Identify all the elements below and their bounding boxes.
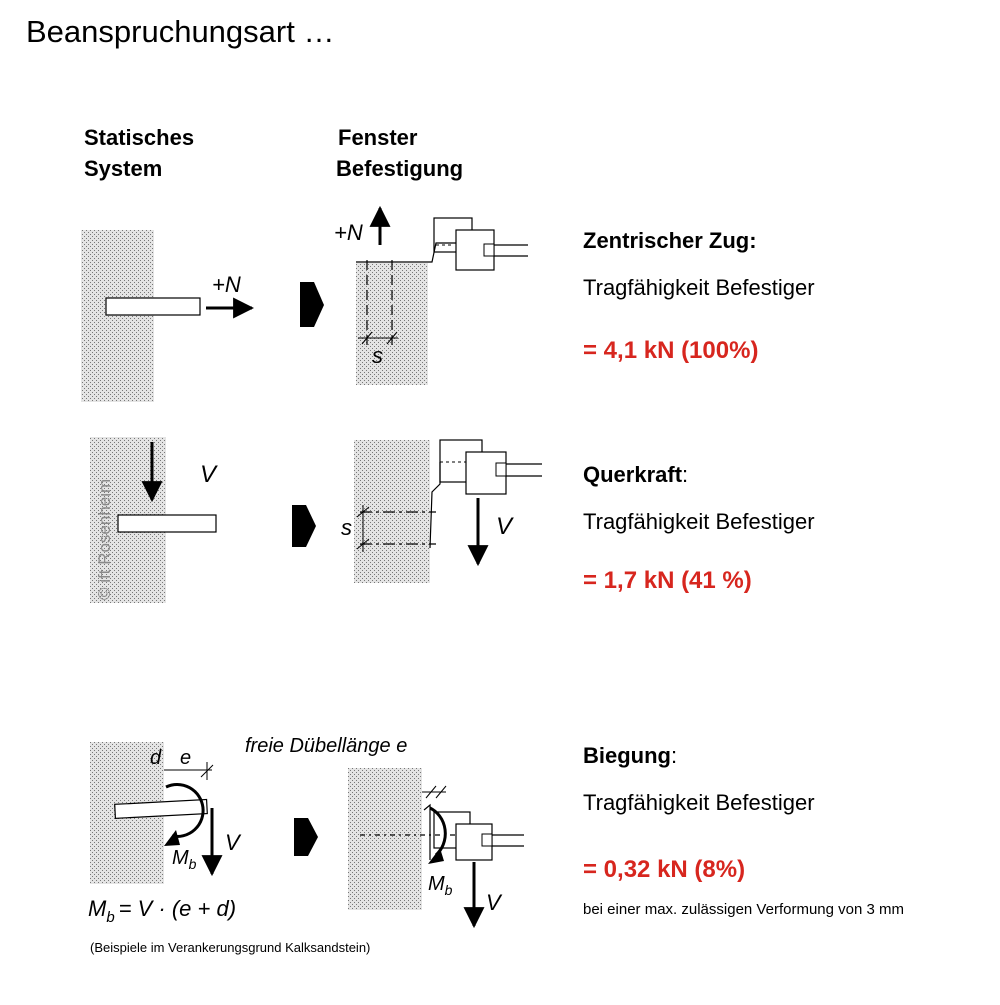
case2-heading: Querkraft: [583, 462, 688, 488]
force-label: V [486, 890, 503, 915]
case-heading-text: Querkraft [583, 462, 683, 487]
column-heading-static-system: Statisches System [84, 122, 194, 184]
moment-label: Mb [428, 873, 453, 898]
dimension-tick [386, 331, 398, 345]
free-dowel-length-caption: freie Dübellänge e [245, 735, 407, 757]
case3-deformation-note: bei einer max. zulässigen Verformung von… [583, 901, 904, 918]
case-heading-text: Biegung [583, 743, 671, 768]
column-heading-window-fixing: Fenster Befestigung [336, 122, 463, 184]
case2-capacity-label: Tragfähigkeit Befestiger [583, 509, 815, 534]
dimension-tick [356, 506, 370, 518]
case3-result: = 0,32 kN (8%) [583, 856, 746, 883]
case-heading-suffix: : [671, 743, 678, 768]
dimension-tick [356, 538, 370, 550]
dimension-tick [200, 764, 214, 778]
spacing-label: s [372, 343, 383, 368]
column-heading-line: System [84, 156, 163, 181]
moment-arrowhead [428, 848, 444, 864]
copyright-watermark: © ift Rosenheim [95, 479, 114, 600]
moment-label: Mb [172, 847, 197, 872]
force-label: V [496, 513, 514, 540]
dimension-tick [361, 331, 373, 345]
embedment-depth-label: d [150, 747, 162, 769]
case1-capacity-label: Tragfähigkeit Befestiger [583, 275, 815, 300]
case2-window-fixing: s V [341, 439, 542, 583]
free-length-label: e [180, 747, 191, 769]
transition-arrow-icon [292, 505, 316, 547]
case2-static-system: V © ift Rosenheim [90, 437, 218, 603]
transition-arrow-icon [300, 282, 324, 327]
spacing-label: s [341, 515, 352, 540]
force-label: V [225, 830, 242, 855]
moment-arrowhead [164, 830, 180, 846]
glazing-bead [483, 243, 495, 257]
case3-window-fixing: Mb V [348, 768, 524, 929]
dowel [105, 297, 201, 316]
column-heading-line: Befestigung [336, 156, 464, 181]
dimension-tick [425, 785, 437, 799]
case2-result: = 1,7 kN (41 %) [583, 567, 752, 594]
dimension-tick [435, 785, 447, 799]
moment-arc [165, 783, 205, 838]
masonry-block [348, 768, 422, 910]
footnote: (Beispiele im Verankerungsgrund Kalksand… [90, 940, 371, 955]
column-heading-line: Statisches [84, 125, 195, 150]
force-label: +N [212, 272, 241, 297]
transition-arrow-icon [294, 818, 318, 856]
dowel [117, 514, 217, 533]
force-label: +N [334, 220, 363, 245]
case-heading-suffix: : [682, 462, 689, 487]
frame-bracket [423, 803, 431, 860]
case3-capacity-label: Tragfähigkeit Befestiger [583, 790, 815, 815]
case3-static-system: d e Mb V Mb= V · (e + d) [88, 742, 242, 926]
case1-static-system: +N [81, 230, 255, 402]
dowel [114, 798, 208, 819]
case1-heading: Zentrischer Zug: [583, 228, 757, 254]
glazing-bead [495, 462, 507, 477]
page-title: Beanspruchungsart … [26, 14, 335, 49]
case1-result: = 4,1 kN (100%) [583, 337, 759, 364]
force-label: V [200, 461, 218, 488]
case1-window-fixing: +N s [334, 205, 528, 385]
case-heading-text: Zentrischer Zug: [583, 228, 757, 253]
glazing-bead [481, 833, 493, 847]
moment-formula: Mb= V · (e + d) [88, 896, 236, 926]
frame-bracket [429, 462, 441, 549]
column-heading-line: Fenster [338, 125, 418, 150]
masonry-block [81, 230, 154, 402]
case3-heading: Biegung: [583, 743, 677, 769]
